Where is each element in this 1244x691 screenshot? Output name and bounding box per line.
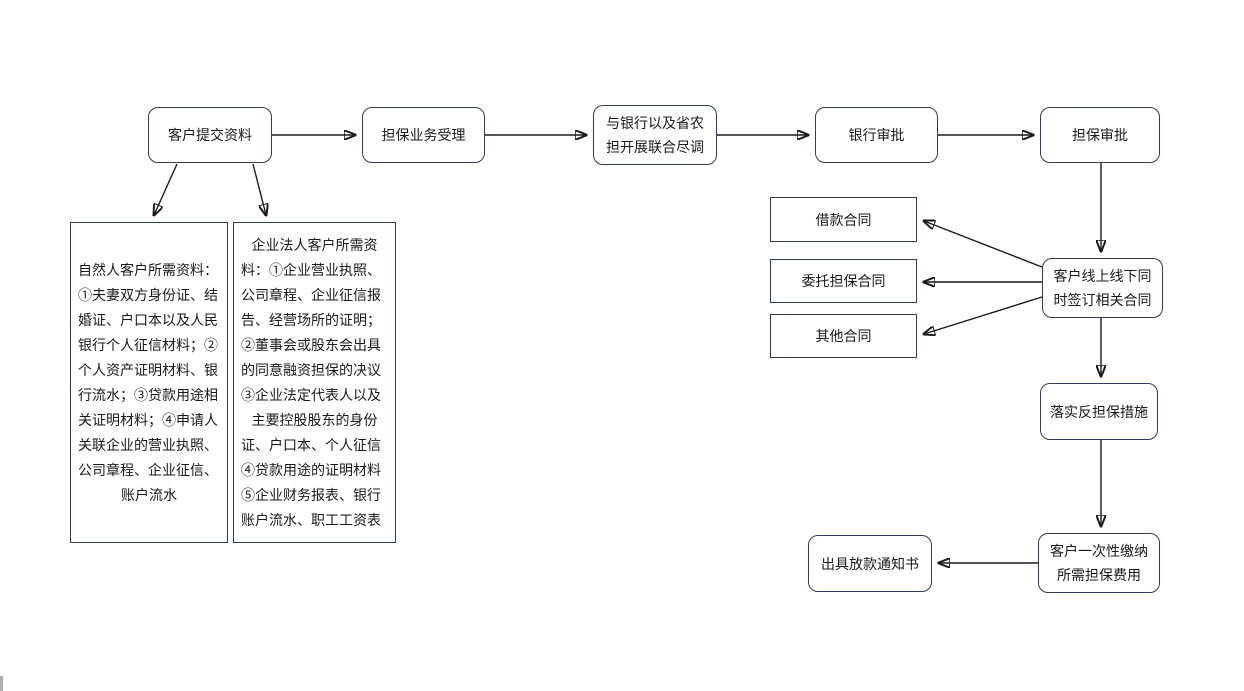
materials-line: 银行个人征信材料；② [78,336,218,353]
materials-line: ①夫妻双方身份证、结 [78,286,218,303]
arrow-submit-to-legalperson [252,163,266,215]
arrow-sign-to-loancontract [924,221,1043,268]
node-label-line2: 担开展联合尽调 [606,139,704,155]
materials-line: 账户流水、职工工资表 [241,511,381,528]
node-issue-loan-notice: 出具放款通知书 [808,535,932,592]
materials-line: 证、户口本、个人征信 [241,436,381,453]
node-label-line1: 客户线上线下同 [1053,268,1152,284]
node-guarantee-business-acceptance: 担保业务受理 [362,107,485,163]
node-bank-approval: 银行审批 [815,107,938,163]
materials-line: 公司章程、企业征信报 [241,286,381,303]
materials-line: 告、经营场所的证明； [241,311,381,328]
node-label-line2: 所需担保费用 [1057,567,1141,583]
node-label: 委托担保合同 [801,273,886,289]
materials-line: ③企业法定代表人以及 [241,386,381,403]
node-sign-related-contracts: 客户线上线下同 时签订相关合同 [1042,258,1163,318]
node-label: 担保业务受理 [381,127,466,143]
materials-line: ⑤企业财务报表、银行 [241,486,381,503]
node-pay-guarantee-fee: 客户一次性缴纳 所需担保费用 [1038,533,1160,593]
materials-line: ④贷款用途的证明材料 [241,461,381,478]
materials-line: 自然人客户所需资料： [78,261,218,278]
materials-line: ②董事会或股东会出具 [241,336,381,353]
node-label: 借款合同 [815,211,872,228]
node-loan-contract: 借款合同 [770,197,917,242]
node-other-contract: 其他合同 [770,314,917,358]
materials-line: 的同意融资担保的决议 [241,361,381,378]
node-implement-counter-guarantee: 落实反担保措施 [1040,383,1158,440]
materials-line: 料：①企业营业执照、 [241,261,381,278]
node-entrusted-guarantee-contract: 委托担保合同 [770,259,917,303]
materials-line: 关联企业的营业执照、 [78,436,218,453]
materials-line: 个人资产证明材料、银 [78,361,218,378]
window-edge-fragment [0,676,3,691]
materials-line: 公司章程、企业征信、 [78,461,218,478]
natural-person-materials-box: 自然人客户所需资料： ①夫妻双方身份证、结 婚证、户口本以及人民 银行个人征信材… [70,222,228,543]
node-label-line1: 客户一次性缴纳 [1050,543,1148,559]
legal-person-materials-box: 企业法人客户所需资 料：①企业营业执照、 公司章程、企业征信报 告、经营场所的证… [233,222,396,543]
node-label: 担保审批 [1072,127,1128,143]
node-label: 其他合同 [815,328,872,344]
node-guarantee-approval: 担保审批 [1040,107,1160,163]
node-label: 客户提交资料 [168,127,252,143]
node-label: 出具放款通知书 [821,555,919,572]
node-label: 落实反担保措施 [1050,403,1148,420]
materials-line: 主要控股股东的身份 [251,411,378,428]
node-label: 银行审批 [848,127,905,143]
materials-line: 行流水；③贷款用途相 [78,386,218,403]
arrow-submit-to-naturalperson [154,163,178,215]
materials-line: 企业法人客户所需资 [251,236,378,253]
materials-line: 关证明材料；④申请人 [78,411,218,428]
arrow-sign-to-othercontract [924,296,1043,334]
node-joint-due-diligence: 与银行以及省农 担开展联合尽调 [593,105,717,165]
node-customer-submit-materials: 客户提交资料 [148,107,272,163]
materials-line: 婚证、户口本以及人民 [78,311,218,328]
materials-line: 账户流水 [121,486,177,503]
node-label-line1: 与银行以及省农 [606,115,704,131]
node-label-line2: 时签订相关合同 [1053,292,1152,308]
